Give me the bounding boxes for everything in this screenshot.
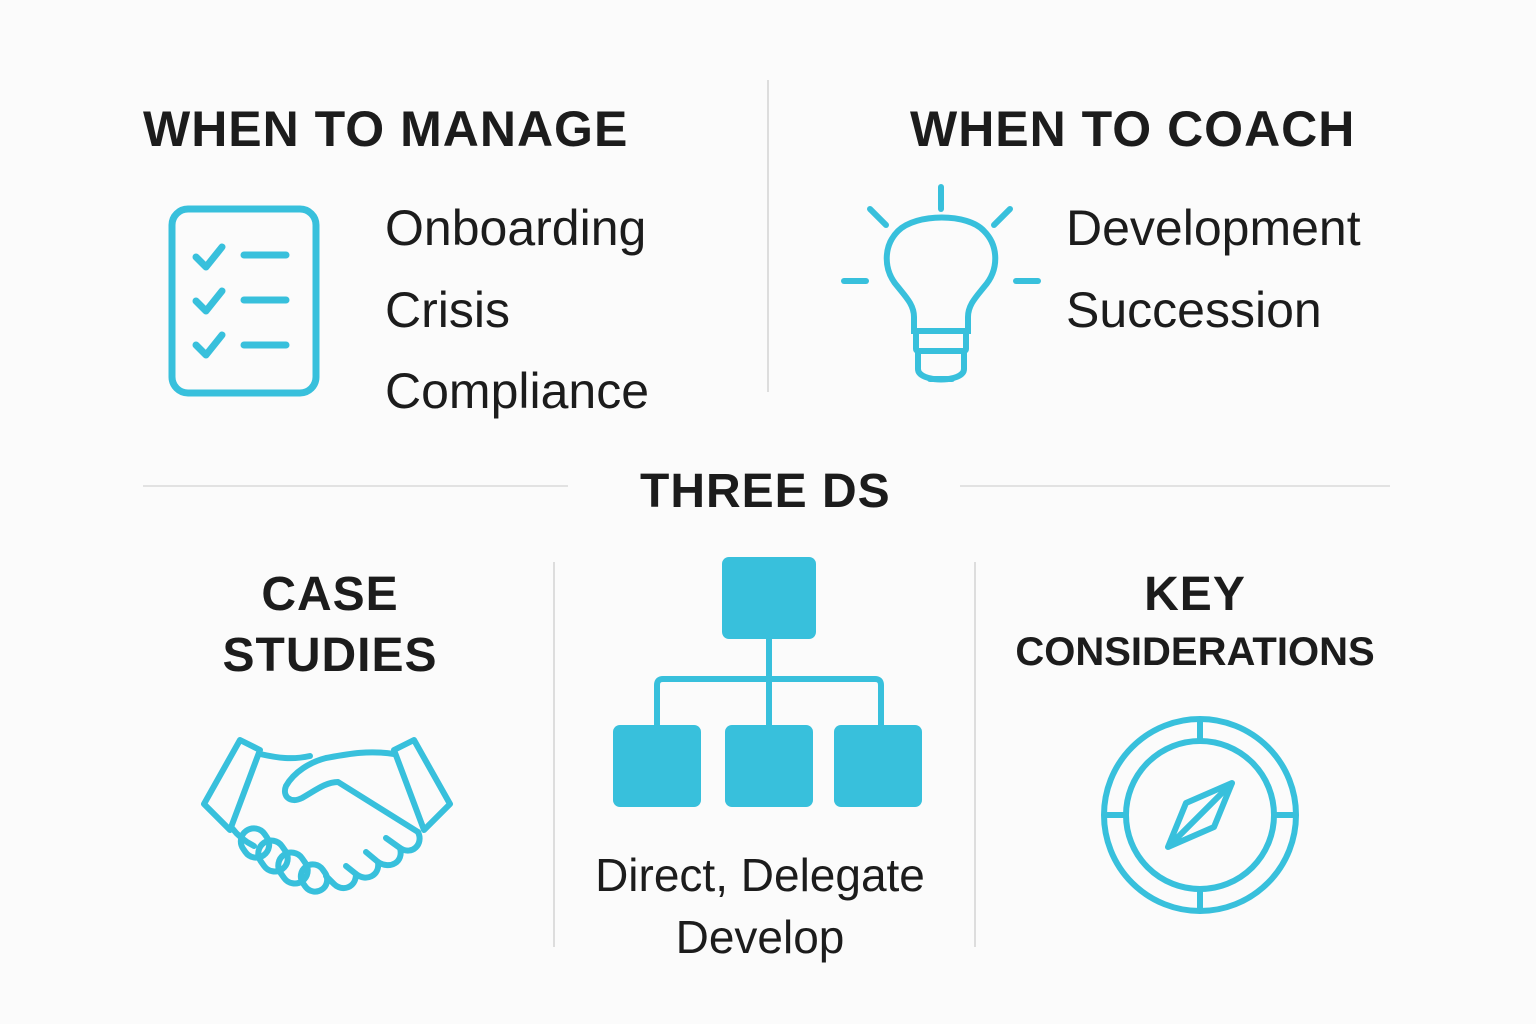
right-horizontal-divider (960, 485, 1390, 487)
three-ds-caption-line2: Develop (675, 911, 845, 963)
manage-item-compliance: Compliance (385, 363, 650, 419)
manage-heading: WHEN TO MANAGE (143, 101, 629, 157)
org-chart-icon (613, 557, 922, 807)
manage-item-crisis: Crisis (385, 282, 510, 338)
top-vertical-divider (767, 80, 769, 392)
coach-item-succession: Succession (1066, 282, 1322, 338)
left-horizontal-divider (143, 485, 568, 487)
handshake-icon (201, 737, 453, 895)
case-studies-heading-line1: CASE (261, 568, 399, 621)
three-ds-caption-line1: Direct, Delegate (595, 849, 925, 901)
coach-heading: WHEN TO COACH (910, 101, 1356, 157)
key-considerations-heading-line2: CONSIDERATIONS (1015, 630, 1375, 674)
manage-item-onboarding: Onboarding (385, 200, 647, 256)
checklist-icon (168, 205, 320, 397)
lightbulb-icon (841, 184, 1041, 383)
coach-item-development: Development (1066, 200, 1361, 256)
bottom-left-vertical-divider (553, 562, 555, 947)
case-studies-heading-line2: STUDIES (222, 629, 438, 682)
three-ds-heading: THREE DS (640, 465, 891, 518)
key-considerations-heading-line1: KEY (1144, 568, 1246, 621)
bottom-right-vertical-divider (974, 562, 976, 947)
compass-icon (1101, 716, 1299, 914)
